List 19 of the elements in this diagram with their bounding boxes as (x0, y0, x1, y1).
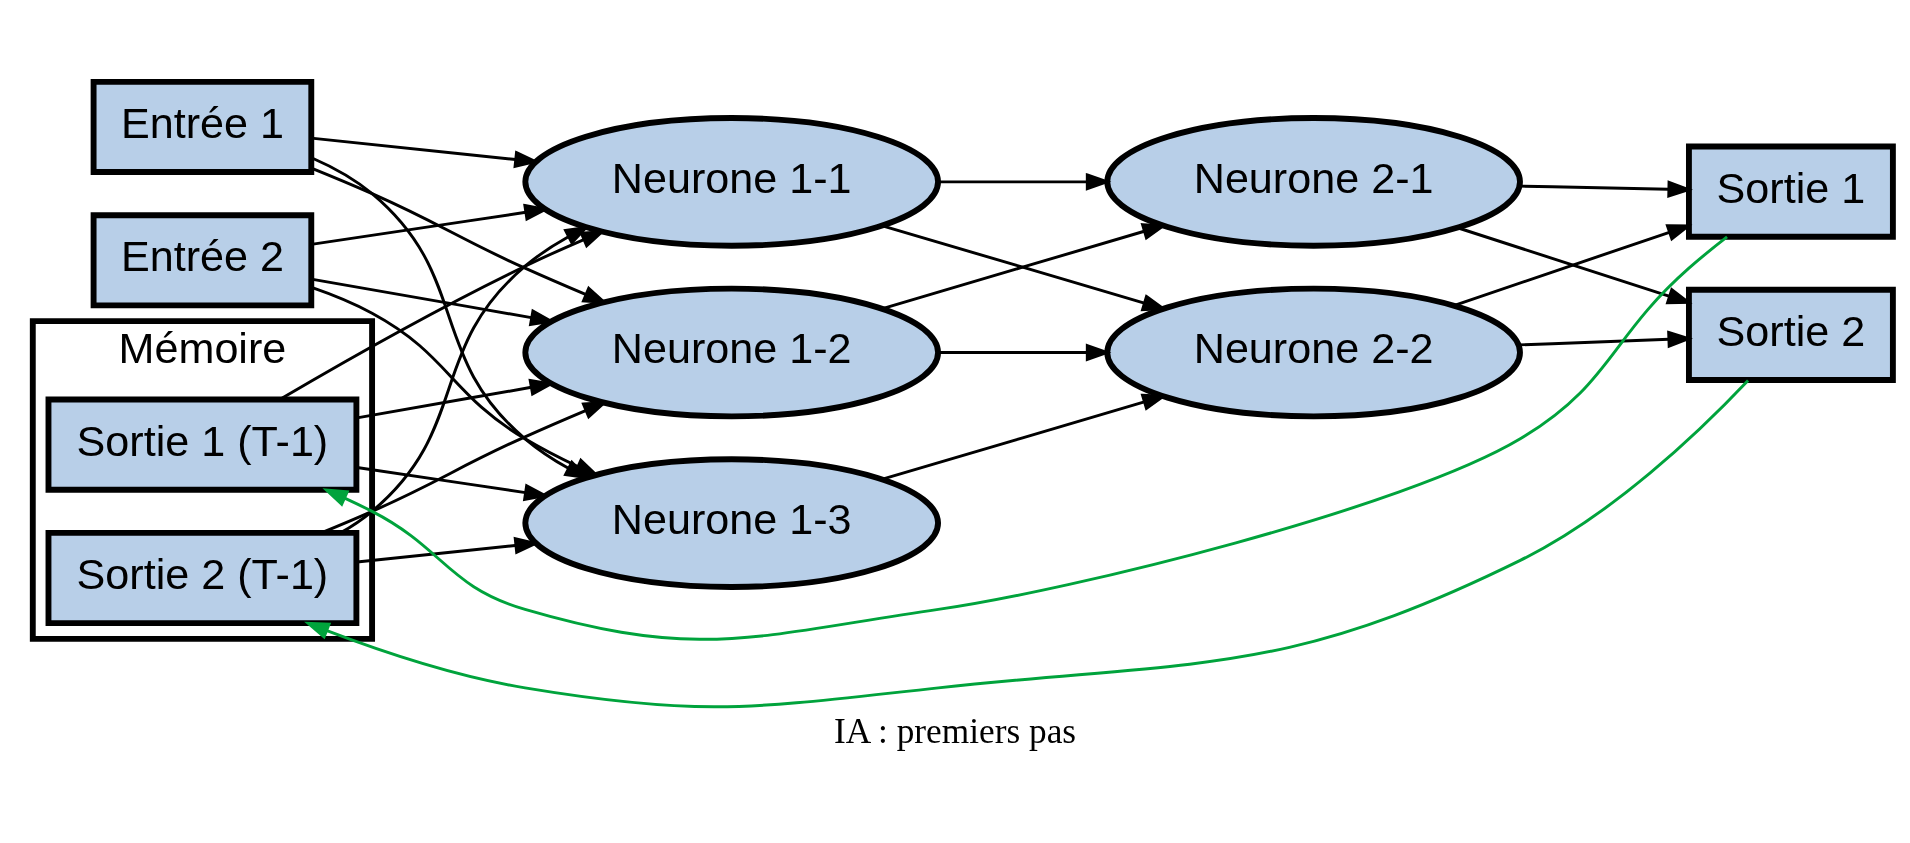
arrow (279, 229, 607, 400)
arrow (322, 235, 1728, 641)
arrow (356, 536, 540, 564)
arrow (1519, 329, 1693, 348)
node-ellipse: Neurone 2-1 (1104, 114, 1523, 249)
arrow (356, 465, 550, 501)
caption: IA : premiers pas (833, 711, 1077, 751)
node-box: Entrée 1 (90, 78, 315, 175)
arrow (304, 378, 1750, 708)
node-box: Sortie 1 (T-1) (45, 396, 360, 493)
node-box: Sortie 2 (1686, 286, 1896, 383)
node-box: Sortie 2 (T-1) (45, 529, 360, 626)
arrow (939, 343, 1112, 361)
arrow (1520, 179, 1693, 198)
arrow (939, 172, 1112, 191)
arrow (311, 203, 550, 246)
node-box: Entrée 2 (90, 211, 315, 308)
node-ellipse: Neurone 2-2 (1104, 285, 1523, 419)
node-box: Sortie 1 (1686, 143, 1896, 240)
